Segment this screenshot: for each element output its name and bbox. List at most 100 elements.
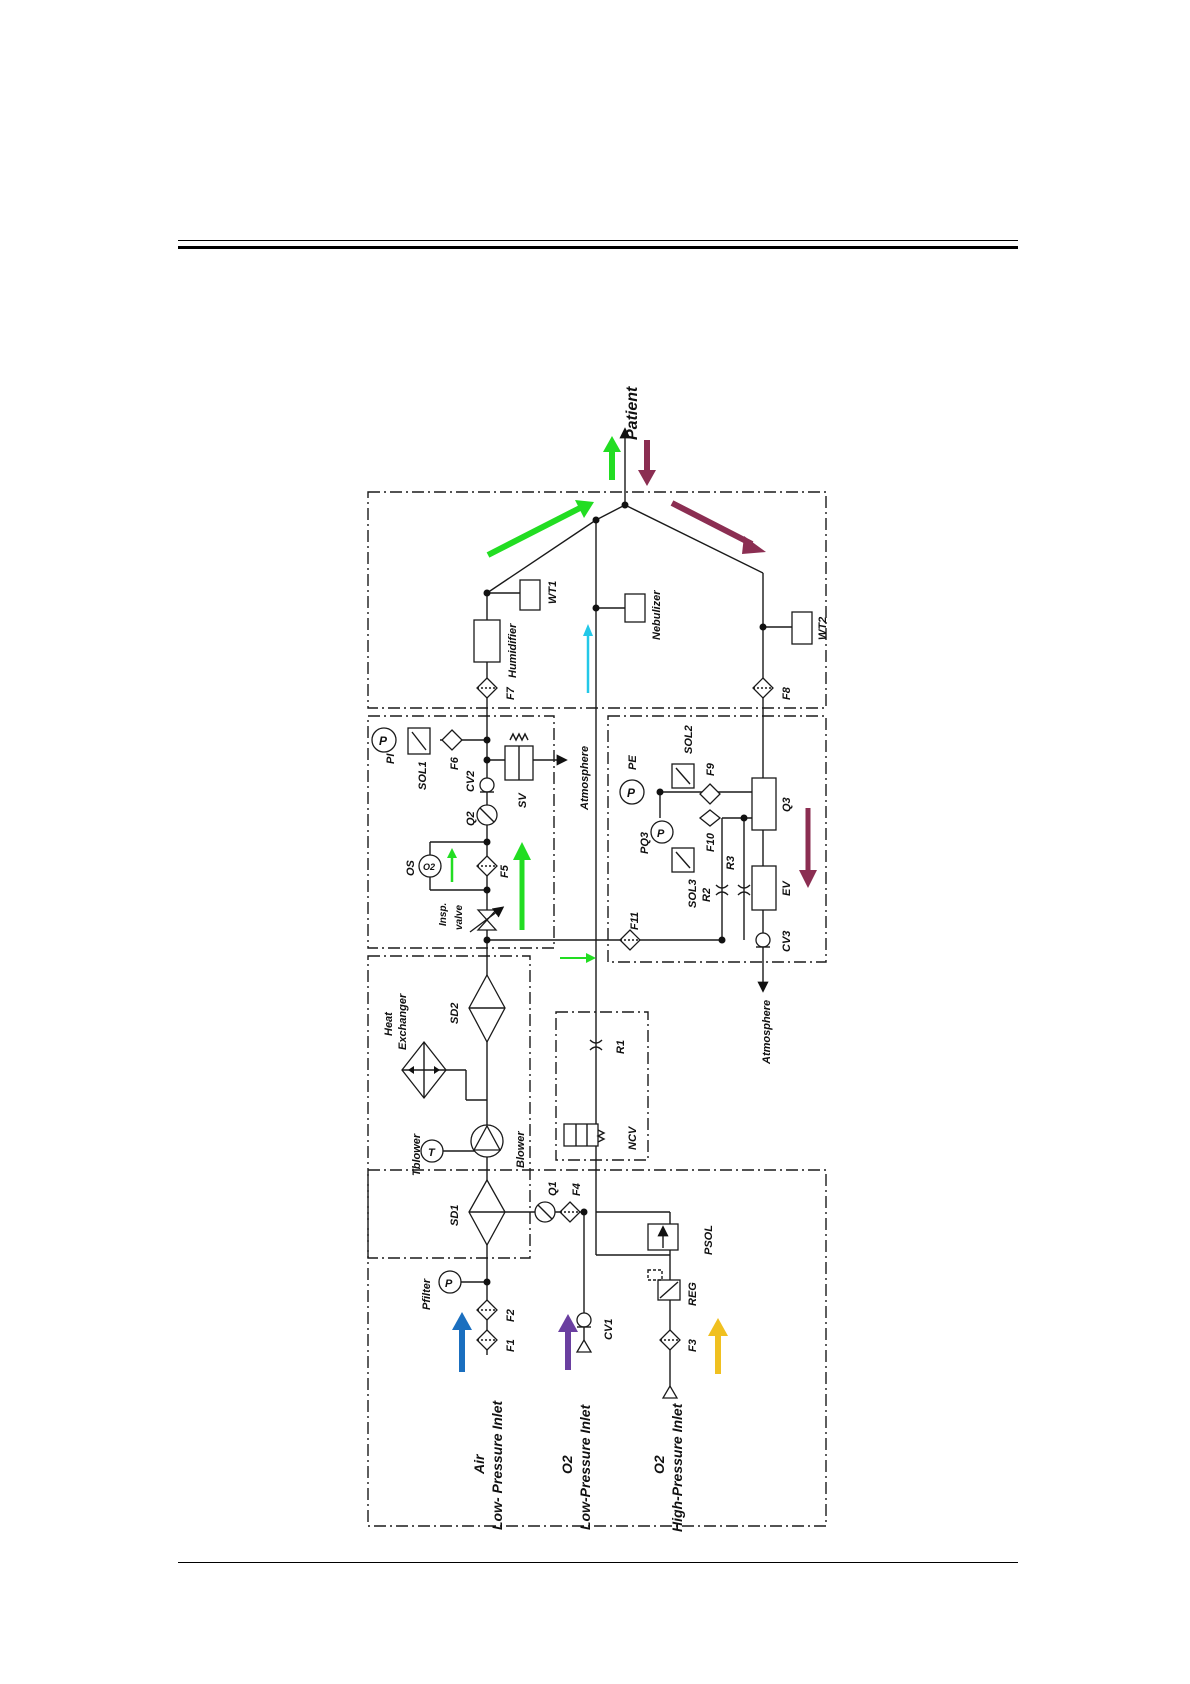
label-f8: F8 — [781, 686, 793, 700]
flow-arrow-exp-sense — [560, 953, 596, 963]
label-f5: F5 — [499, 864, 511, 878]
label-o2-low-1: O2 — [559, 1455, 575, 1474]
patient-circuit-box — [367, 491, 827, 709]
label-r2: R2 — [701, 888, 713, 902]
junction-dot — [483, 589, 491, 597]
label-blower: Blower — [515, 1131, 527, 1168]
filter-f8 — [752, 677, 774, 699]
label-humidifier: Humidifier — [507, 623, 519, 678]
pq3-pressure-sensor: P — [650, 820, 674, 844]
wt2-box — [791, 611, 813, 645]
label-f1: F1 — [505, 1339, 517, 1352]
label-q1: Q1 — [547, 1181, 559, 1196]
filter-f1 — [476, 1329, 498, 1351]
label-os: OS — [405, 859, 417, 876]
pfilter-pressure-sensor: P — [438, 1270, 462, 1294]
junction-dot — [656, 788, 664, 796]
label-f9: F9 — [705, 762, 717, 776]
junction-dot — [740, 814, 748, 822]
wt1-box — [519, 579, 541, 611]
label-cv1: CV1 — [603, 1319, 615, 1340]
filter-f5 — [476, 855, 498, 877]
expiratory-module-box — [607, 715, 827, 963]
humidifier-box — [473, 619, 501, 663]
label-sol2: SOL2 — [683, 725, 695, 754]
psol-valve — [647, 1223, 679, 1251]
junction-dot — [718, 936, 726, 944]
label-r1: R1 — [615, 1040, 627, 1054]
q1-flow-sensor — [534, 1201, 556, 1223]
inlet-nozzle-o2-high — [661, 1384, 679, 1399]
label-sd2: SD2 — [449, 1003, 461, 1024]
svg-text:P: P — [627, 786, 636, 800]
nebulizer-box — [624, 593, 646, 623]
sol1-solenoid — [407, 727, 431, 755]
label-insp-1: Insp. — [438, 903, 449, 926]
label-cv2: CV2 — [465, 771, 477, 792]
junction-dot — [483, 838, 491, 846]
label-reg: REG — [687, 1282, 699, 1306]
q3-flow-sensor — [751, 777, 777, 831]
junction-dot — [621, 501, 629, 509]
header-rule-thin — [178, 240, 1018, 241]
label-q2: Q2 — [465, 811, 477, 826]
inlet-module-box — [367, 1169, 827, 1527]
svg-text:T: T — [428, 1147, 436, 1159]
label-o2-low-2: Low-Pressure Inlet — [577, 1403, 593, 1530]
junction-dot — [759, 623, 767, 631]
sv-safety-valve — [504, 732, 534, 781]
ncv-valve — [563, 1123, 606, 1147]
sol3-solenoid — [671, 847, 695, 873]
svg-text:P: P — [657, 828, 665, 840]
flow-arrow-exp-diagonal — [670, 500, 766, 554]
filter-f10 — [698, 809, 722, 827]
label-sv: SV — [517, 792, 529, 808]
label-f3: F3 — [687, 1339, 699, 1352]
label-q3: Q3 — [781, 797, 793, 812]
heat-exchanger — [401, 1040, 447, 1100]
blower-module-box — [367, 955, 531, 1259]
blower-pump — [470, 1124, 504, 1158]
flow-arrow-insp-module-small — [447, 848, 457, 882]
label-wt2: WT2 — [817, 617, 829, 640]
cv2-check-valve — [479, 777, 495, 793]
junction-dot — [592, 516, 600, 524]
label-heat-1: Heat — [383, 1011, 395, 1036]
label-wt1: WT1 — [547, 581, 559, 604]
flow-arrow-insp-diagonal — [486, 500, 594, 558]
r2-restrictor — [715, 884, 729, 896]
header-rule-thick — [178, 246, 1018, 249]
label-pq3: PQ3 — [639, 832, 651, 854]
label-pe: PE — [627, 755, 639, 770]
label-patient: Patient — [624, 386, 641, 440]
label-f6: F6 — [449, 756, 461, 770]
ncv-module-box — [555, 1011, 649, 1161]
label-f7: F7 — [505, 686, 517, 700]
label-sd1: SD1 — [449, 1205, 461, 1226]
junction-dot — [483, 886, 491, 894]
junction-dot — [592, 604, 600, 612]
junction-dot — [483, 736, 491, 744]
tblower-temp-sensor: T — [420, 1139, 444, 1163]
label-o2-high-1: O2 — [651, 1455, 667, 1474]
reg-regulator — [647, 1269, 681, 1301]
flow-arrow-patient-in — [603, 436, 621, 480]
label-pi: PI — [385, 753, 397, 764]
label-insp-2: valve — [454, 905, 465, 930]
label-tblower: Tblower — [411, 1133, 423, 1176]
flow-arrow-o2-high — [708, 1318, 728, 1374]
junction-dot — [580, 1208, 588, 1216]
label-air-inlet-1: Air — [471, 1453, 487, 1475]
flow-arrow-insp-module-large — [513, 842, 531, 930]
q2-flow-sensor — [476, 804, 498, 826]
r1-restrictor — [589, 1039, 603, 1051]
inlet-nozzle-o2-low — [575, 1338, 593, 1353]
filter-f7 — [476, 677, 498, 699]
pi-pressure-sensor: P — [371, 727, 397, 753]
label-atmosphere-bottom: Atmosphere — [761, 1000, 773, 1065]
flow-arrow-nebulizer — [583, 624, 593, 693]
sol2-solenoid — [671, 763, 695, 789]
label-cv3: CV3 — [781, 931, 793, 952]
label-f10: F10 — [705, 832, 717, 852]
